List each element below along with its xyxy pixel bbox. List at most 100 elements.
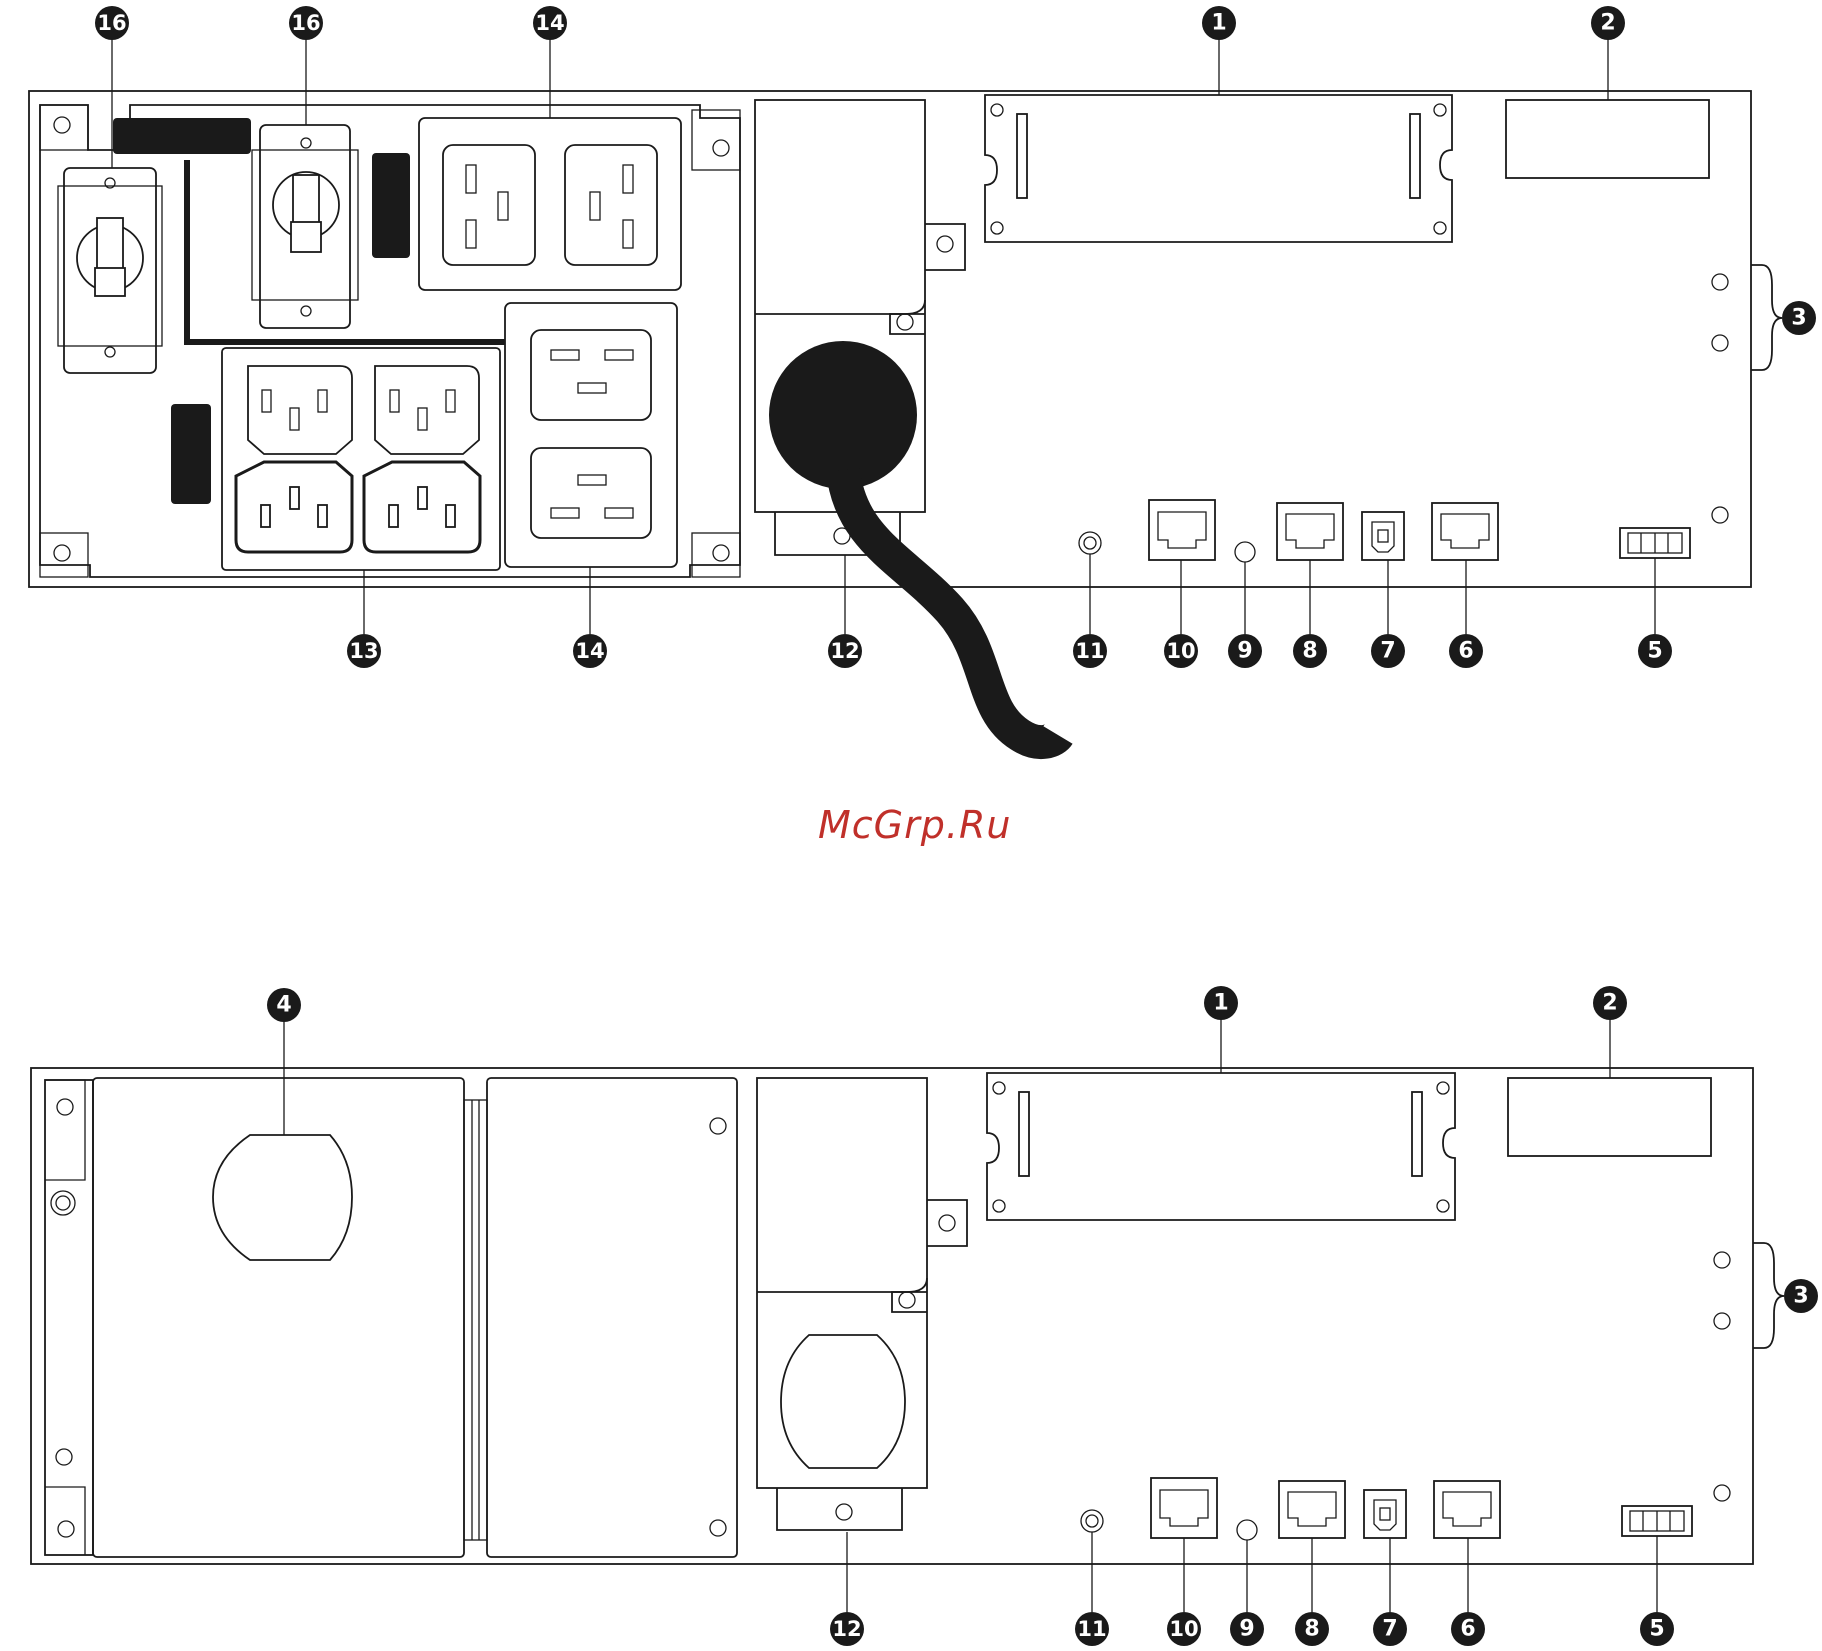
- svg-text:1: 1: [1213, 991, 1228, 1016]
- callout-7: 7: [1371, 634, 1405, 668]
- screw-hole: [993, 1200, 1005, 1212]
- module-tab: [925, 224, 965, 270]
- bottom-callouts: 4 1 2 3 12 11 10 9 8 7 6 5: [267, 986, 1818, 1646]
- svg-text:13: 13: [349, 639, 378, 663]
- svg-text:10: 10: [1166, 639, 1195, 663]
- black-label: [372, 153, 410, 258]
- card-slot-rail: [1019, 1092, 1029, 1176]
- svg-text:8: 8: [1302, 639, 1317, 664]
- outlet-pin: [623, 165, 633, 193]
- usb-socket: [1374, 1500, 1396, 1530]
- screw-hole: [54, 545, 70, 561]
- black-label: [113, 118, 251, 154]
- screw-hole: [897, 314, 913, 330]
- screw-hole: [939, 1215, 955, 1231]
- svg-text:6: 6: [1458, 639, 1473, 664]
- rj45-socket: [1441, 514, 1489, 548]
- outlet-pin: [466, 165, 476, 193]
- outlet-pin: [446, 390, 455, 412]
- screw-hole: [57, 1099, 73, 1115]
- screw-hole: [713, 545, 729, 561]
- screw-hole: [58, 1521, 74, 1537]
- screw-hole: [1437, 1082, 1449, 1094]
- svg-text:11: 11: [1077, 1617, 1106, 1641]
- c14-outlet: [236, 462, 352, 552]
- label-area: [1506, 100, 1709, 178]
- usb-port: [1362, 512, 1404, 560]
- screw-hole: [710, 1520, 726, 1536]
- screw-hole: [1714, 1485, 1730, 1501]
- callout-11: 11: [1075, 1612, 1109, 1646]
- screw-hole: [1434, 222, 1446, 234]
- rail-bracket: [45, 1080, 85, 1180]
- c19-outlet: [531, 330, 651, 420]
- screw-hole: [1434, 104, 1446, 116]
- module-tab: [927, 1200, 967, 1246]
- power-cord: [843, 470, 1058, 742]
- outlet-group-c13: [222, 348, 500, 570]
- rj45-port: [1277, 503, 1343, 560]
- svg-text:16: 16: [97, 11, 126, 35]
- bracket-3: [1753, 1243, 1784, 1348]
- bracket-3: [1751, 265, 1782, 370]
- rj45-socket: [1160, 1490, 1208, 1526]
- screw-hole: [836, 1504, 852, 1520]
- svg-text:14: 14: [575, 639, 604, 663]
- screw-hole: [1712, 507, 1728, 523]
- svg-text:10: 10: [1169, 1617, 1198, 1641]
- outlet-pin: [498, 192, 508, 220]
- callout-10: 10: [1167, 1612, 1201, 1646]
- usb-port: [1364, 1490, 1406, 1538]
- module-notch: [892, 1278, 927, 1312]
- rj45-socket: [1286, 514, 1334, 548]
- callout-6: 6: [1451, 1612, 1485, 1646]
- card-slot-rail: [1017, 114, 1027, 198]
- callout-1: 1: [1202, 6, 1236, 40]
- outlet-pin: [466, 220, 476, 248]
- svg-text:16: 16: [291, 11, 320, 35]
- rj45-socket: [1288, 1492, 1336, 1526]
- outlet-pin: [551, 350, 579, 360]
- outlet-pin: [446, 505, 455, 527]
- svg-text:6: 6: [1460, 1617, 1475, 1642]
- outlet-pin: [605, 350, 633, 360]
- screw-hole: [899, 1292, 915, 1308]
- svg-text:11: 11: [1075, 639, 1104, 663]
- callout-9: 9: [1230, 1612, 1264, 1646]
- reset-button: [1081, 1510, 1103, 1532]
- outlet-pin: [261, 505, 270, 527]
- callout-7: 7: [1373, 1612, 1407, 1646]
- led-indicator: [1237, 1520, 1257, 1540]
- screw-hole: [937, 236, 953, 252]
- outlet-pin: [418, 408, 427, 430]
- svg-text:5: 5: [1649, 1617, 1664, 1642]
- callout-3: 3: [1784, 1279, 1818, 1313]
- rj45-socket: [1443, 1492, 1491, 1526]
- screw-hole: [991, 222, 1003, 234]
- screw-hole: [993, 1082, 1005, 1094]
- screw-hole: [54, 117, 70, 133]
- svg-text:5: 5: [1647, 639, 1662, 664]
- callout-8: 8: [1293, 634, 1327, 668]
- c14-outlet: [364, 462, 480, 552]
- c19-outlet: [565, 145, 657, 265]
- callout-5: 5: [1638, 634, 1672, 668]
- callout-8: 8: [1295, 1612, 1329, 1646]
- corner-bracket: [40, 533, 88, 577]
- outlet-pin: [290, 408, 299, 430]
- svg-text:3: 3: [1793, 1284, 1808, 1309]
- svg-text:3: 3: [1791, 306, 1806, 331]
- rj45-port: [1279, 1481, 1345, 1538]
- usb-socket-inner: [1378, 530, 1388, 542]
- ground-screw: [1712, 274, 1728, 290]
- screw-hole: [1437, 1200, 1449, 1212]
- reset-button-inner: [1086, 1515, 1098, 1527]
- rj45-port: [1434, 1481, 1500, 1538]
- svg-text:7: 7: [1380, 639, 1395, 664]
- bottom-panel-outline: [31, 1068, 1753, 1564]
- callout-1: 1: [1204, 986, 1238, 1020]
- callout-2: 2: [1593, 986, 1627, 1020]
- screw-hole-inner: [56, 1196, 70, 1210]
- callout-16: 16: [289, 6, 323, 40]
- rj45-port: [1149, 500, 1215, 560]
